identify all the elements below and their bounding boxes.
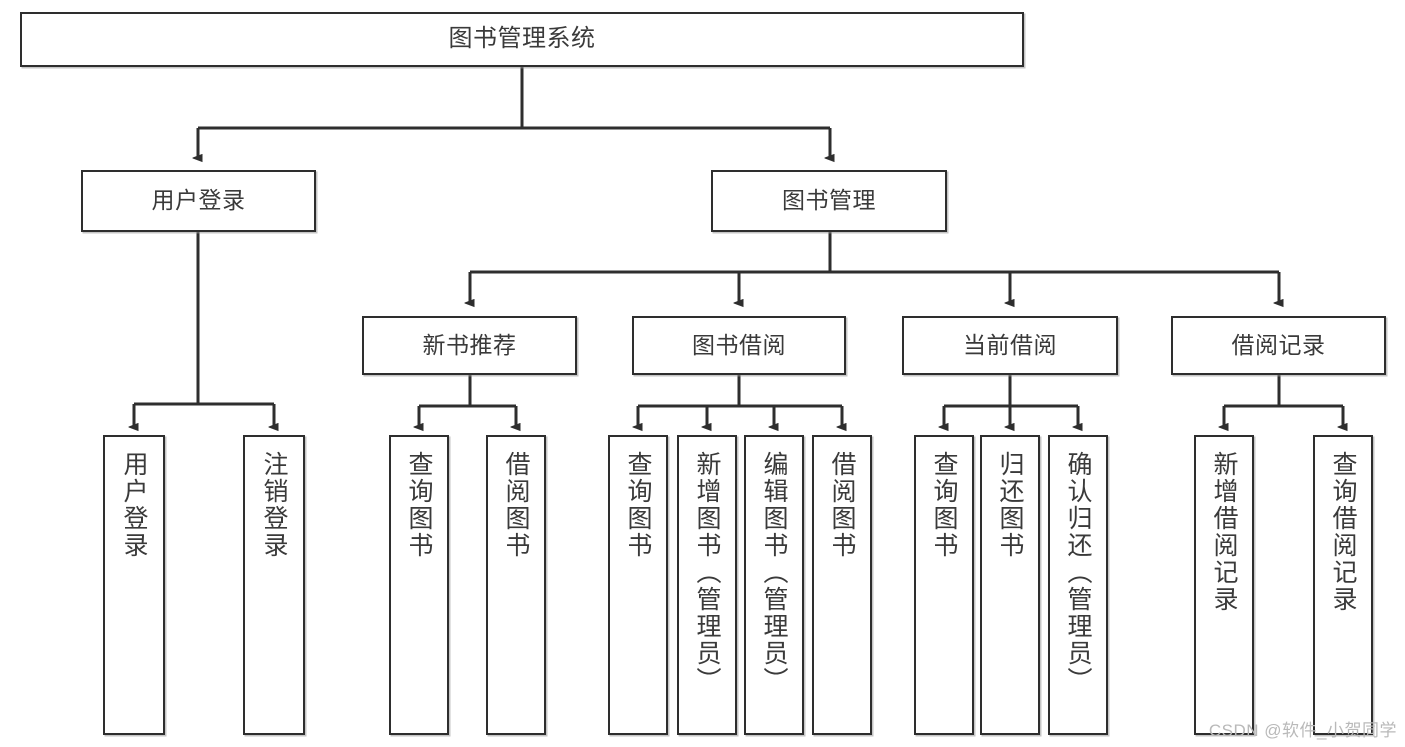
node-leaf-user-login[interactable]: 用户登录 — [103, 435, 165, 735]
node-label: 新书推荐 — [422, 331, 517, 358]
node-label: 查询图书 — [624, 451, 652, 559]
node-leaf-add-borrow-record[interactable]: 新增借阅记录 — [1194, 435, 1254, 735]
node-leaf-edit-book-admin[interactable]: 编辑图书（管理员） — [744, 435, 804, 735]
node-label: 用户登录 — [151, 187, 246, 214]
node-root-library-system[interactable]: 图书管理系统 — [20, 12, 1024, 67]
node-borrow-record[interactable]: 借阅记录 — [1171, 316, 1386, 375]
node-leaf-add-book-admin[interactable]: 新增图书（管理员） — [677, 435, 737, 735]
node-leaf-query-borrow-record[interactable]: 查询借阅记录 — [1313, 435, 1373, 735]
node-current-borrow[interactable]: 当前借阅 — [902, 316, 1118, 375]
node-label: 查询图书 — [405, 451, 433, 559]
node-label: 当前借阅 — [963, 331, 1057, 358]
node-label: 借阅图书 — [502, 451, 530, 559]
node-book-management[interactable]: 图书管理 — [711, 170, 947, 232]
node-leaf-query-book-recommend[interactable]: 查询图书 — [389, 435, 449, 735]
node-label: 新增借阅记录 — [1210, 451, 1238, 613]
node-leaf-query-book-borrow[interactable]: 查询图书 — [608, 435, 668, 735]
node-label: 查询借阅记录 — [1329, 451, 1357, 613]
node-label: 归还图书 — [996, 451, 1024, 559]
node-leaf-borrow-book-recommend[interactable]: 借阅图书 — [486, 435, 546, 735]
node-label: 图书管理系统 — [448, 25, 596, 53]
watermark-text: CSDN @软件_小贺同学 — [1208, 721, 1397, 740]
node-new-book-recommend[interactable]: 新书推荐 — [362, 316, 577, 375]
node-label: 确认归还（管理员） — [1064, 451, 1092, 694]
node-label: 借阅记录 — [1231, 331, 1326, 358]
node-book-borrow[interactable]: 图书借阅 — [632, 316, 846, 375]
node-leaf-confirm-return-admin[interactable]: 确认归还（管理员） — [1048, 435, 1108, 735]
node-label: 注销登录 — [260, 451, 288, 559]
node-leaf-return-book[interactable]: 归还图书 — [980, 435, 1040, 735]
node-label: 用户登录 — [120, 451, 148, 559]
node-label: 图书借阅 — [692, 331, 786, 358]
node-label: 查询图书 — [930, 451, 958, 559]
node-label: 编辑图书（管理员） — [760, 451, 788, 694]
node-label: 图书管理 — [782, 187, 876, 214]
node-leaf-query-book-current[interactable]: 查询图书 — [914, 435, 974, 735]
node-label: 借阅图书 — [828, 451, 856, 559]
node-user-login[interactable]: 用户登录 — [81, 170, 316, 232]
node-label: 新增图书（管理员） — [693, 451, 721, 694]
node-leaf-borrow-book[interactable]: 借阅图书 — [812, 435, 872, 735]
node-leaf-logout[interactable]: 注销登录 — [243, 435, 305, 735]
